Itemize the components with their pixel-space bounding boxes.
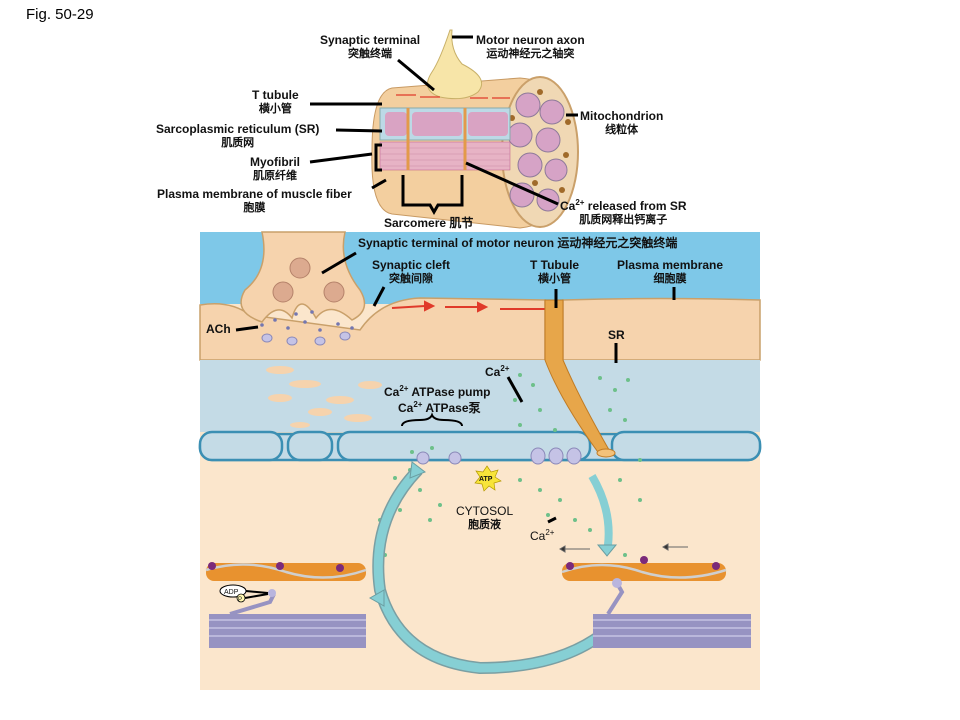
- synaptic-terminal-blob: [427, 29, 482, 100]
- thick-filament-left: [209, 589, 366, 648]
- label-sarcoplasmic-reticulum: Sarcoplasmic reticulum (SR) 肌质网: [156, 122, 320, 149]
- label-synaptic-terminal: Synaptic terminal 突触终端: [320, 33, 421, 60]
- myofibril: [379, 141, 511, 171]
- label-t-tubule: T tubule 横小管: [252, 88, 299, 115]
- label-mitochondrion: Mitochondrion 线粒体: [580, 109, 664, 136]
- label-adp: ADP: [224, 589, 239, 596]
- label-plasma-membrane: Plasma membrane 细胞膜: [617, 258, 724, 285]
- label-ca-sr: Ca2+: [485, 364, 510, 379]
- label-ca-released: Ca2+ released from SR 肌质网释出钙离子: [560, 198, 687, 226]
- calcium-cycle-arrow: [373, 466, 608, 673]
- label-sr: SR: [608, 328, 625, 342]
- label-plasma-membrane-fiber: Plasma membrane of muscle fiber 胞膜: [157, 187, 352, 214]
- thin-filament-left: [205, 562, 367, 581]
- mitochondria-dots: [509, 89, 571, 193]
- thin-filament-right: [561, 556, 727, 581]
- label-myofibril: Myofibril 肌原纤维: [250, 155, 300, 182]
- label-synaptic-cleft: Synaptic cleft 突触间隙: [372, 258, 451, 285]
- figure-label: Fig. 50-29: [26, 6, 94, 23]
- calcium-channels: [530, 447, 582, 465]
- sr-fenestrations: [266, 366, 382, 428]
- top-leader-lines: [309, 35, 578, 216]
- synaptic-vesicles: [272, 257, 345, 303]
- atp-burst: [474, 465, 502, 492]
- ach-molecules: [260, 310, 354, 332]
- sarcoplasmic-reticulum: [200, 360, 760, 432]
- atpase-pumps: [416, 451, 462, 465]
- label-atp: ATP: [479, 476, 493, 483]
- label-pi: P: [238, 597, 243, 603]
- label-sarcomere: Sarcomere 肌节: [384, 216, 474, 230]
- label-t-tubule-bottom: T Tubule 横小管: [530, 258, 580, 285]
- label-synaptic-terminal-motor: Synaptic terminal of motor neuron 运动神经元之…: [358, 236, 678, 250]
- bottom-leader-lines: [235, 251, 676, 524]
- label-cytosol: CYTOSOL 胞质液: [456, 504, 514, 531]
- label-atpase-pump-zh: Ca2+ ATPase泵: [398, 400, 481, 415]
- label-atpase-pump: Ca2+ ATPase pump: [384, 384, 491, 399]
- ach-receptors: [261, 331, 351, 346]
- label-ach: ACh: [206, 322, 231, 336]
- bottom-panel-illustration: [198, 231, 762, 690]
- label-motor-neuron-axon: Motor neuron axon 运动神经元之轴突: [476, 33, 585, 60]
- label-ca-cytosol: Ca2+: [530, 528, 555, 543]
- thick-filament-right: [593, 578, 751, 648]
